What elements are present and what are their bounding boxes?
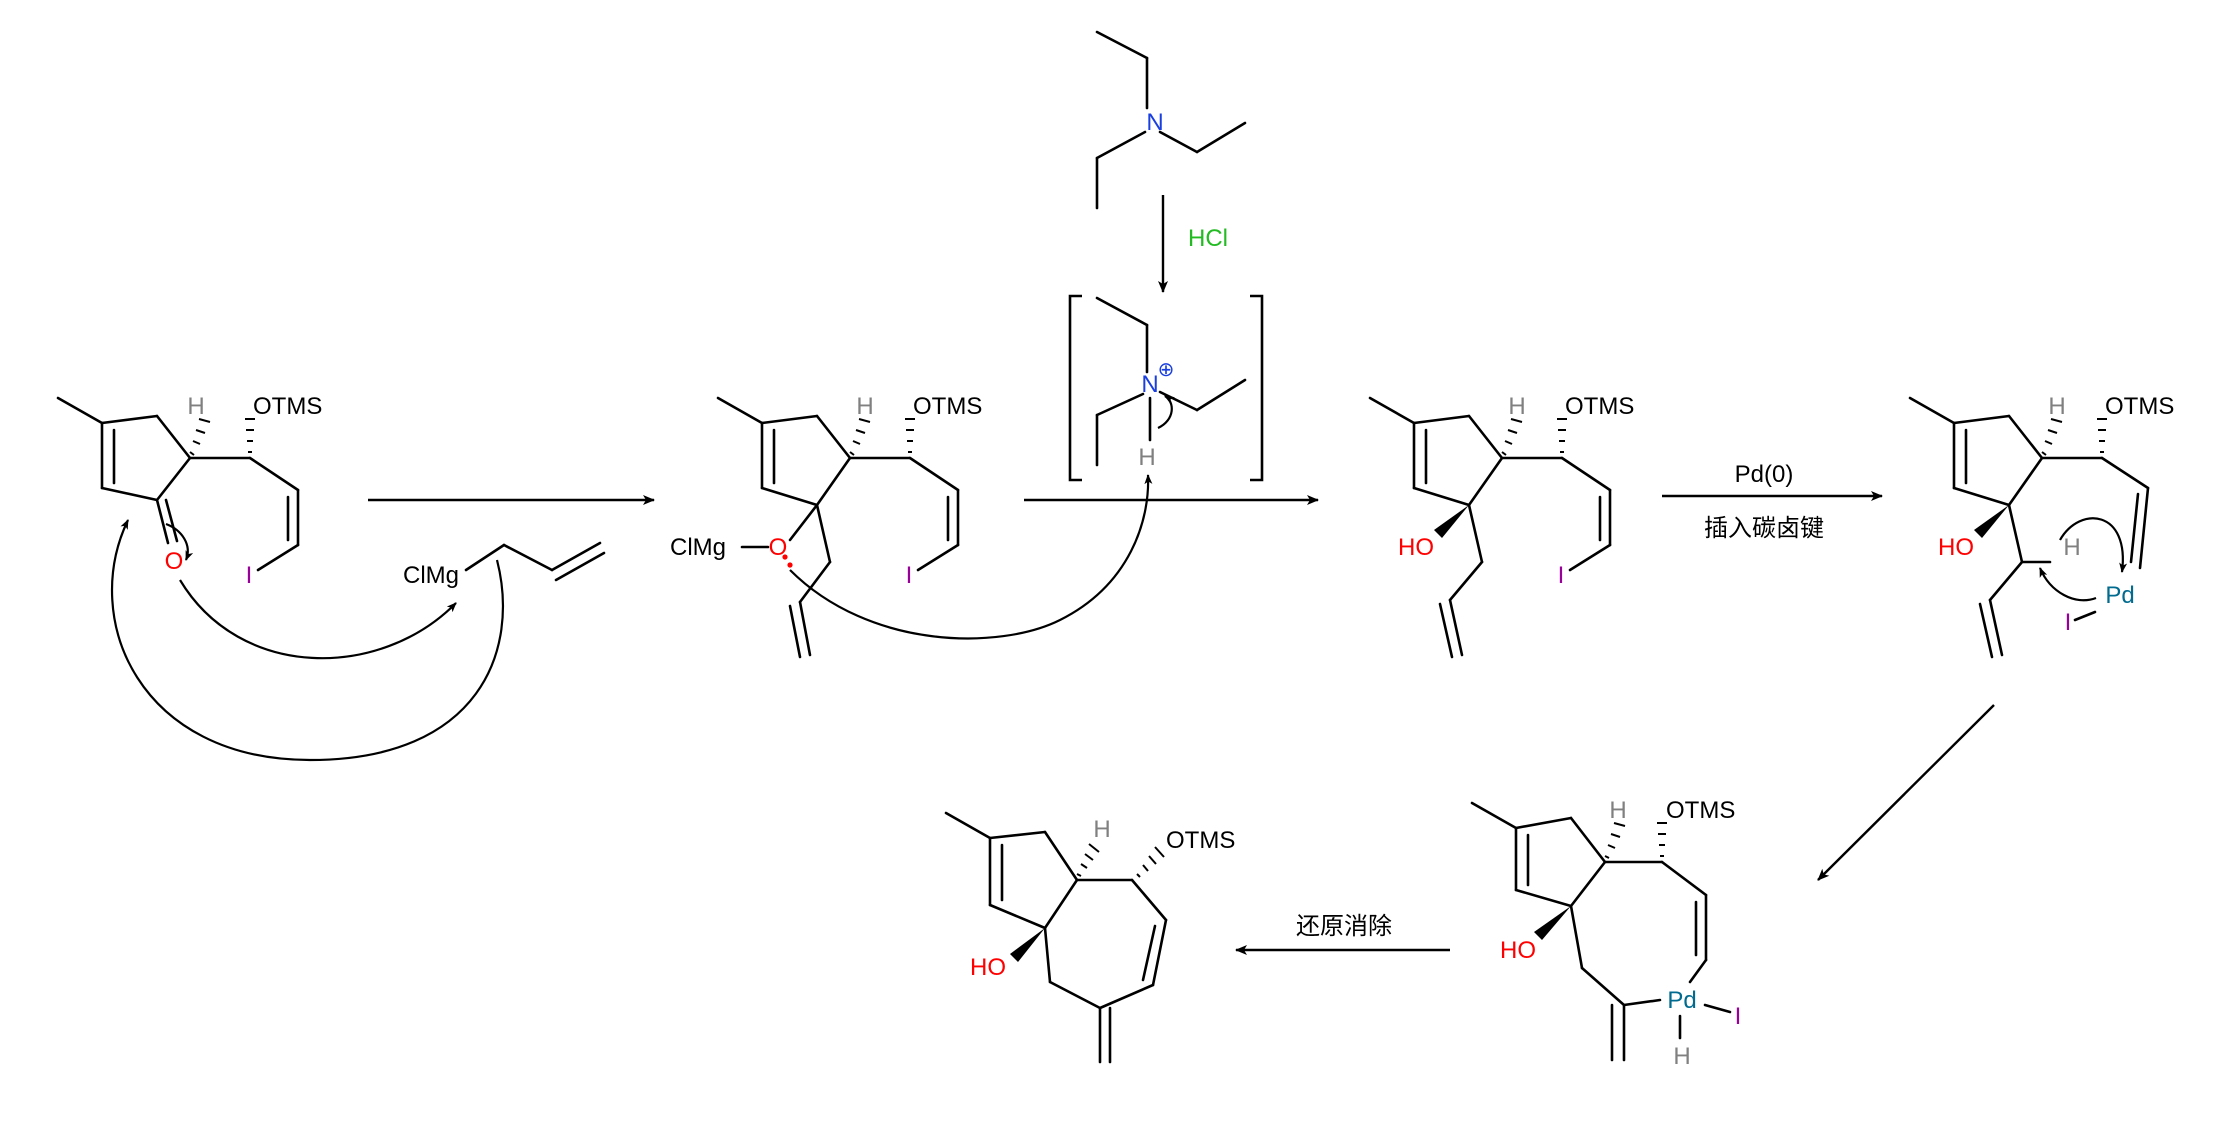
hydroxyl-label: HO bbox=[1398, 534, 1434, 561]
atom-iodine: I bbox=[246, 562, 253, 589]
atom-hydrogen: H bbox=[856, 393, 873, 420]
atom-otms: OTMS bbox=[1565, 393, 1634, 420]
positive-charge: ⊕ bbox=[1158, 359, 1175, 381]
atom-oxygen: O bbox=[165, 548, 184, 575]
atom-nitrogen: N bbox=[1141, 371, 1158, 398]
atom-hydrogen: H bbox=[1609, 797, 1626, 824]
molecule-ketone: H OTMS O I bbox=[56, 393, 322, 589]
atom-iodine: I bbox=[2065, 609, 2072, 636]
proton-transfer-arrow bbox=[789, 474, 1153, 640]
atom-otms: OTMS bbox=[913, 393, 982, 420]
molecule-pd-complex: H OTMS HO H Pd I bbox=[1908, 393, 2174, 659]
atom-otms: OTMS bbox=[2105, 393, 2174, 420]
atom-hydrogen: H bbox=[1508, 393, 1525, 420]
atom-hydrogen: H bbox=[2063, 534, 2080, 561]
atom-iodine: I bbox=[906, 562, 913, 589]
label-reductive-elimination: 还原消除 bbox=[1296, 912, 1392, 940]
triethylamine: N bbox=[1095, 30, 1247, 210]
atom-hydrogen: H bbox=[1673, 1043, 1690, 1070]
atom-palladium: Pd bbox=[1667, 987, 1696, 1014]
reagent-hcl: HCl bbox=[1188, 225, 1228, 252]
clmg-label: ClMg bbox=[670, 534, 726, 561]
atom-hydrogen: H bbox=[187, 393, 204, 420]
atom-iodine: I bbox=[1558, 562, 1565, 589]
atom-hydrogen: H bbox=[1138, 444, 1155, 471]
atom-oxygen: O bbox=[769, 534, 788, 561]
molecule-alcohol: H OTMS HO I bbox=[1368, 393, 1634, 659]
atom-palladium: Pd bbox=[2105, 582, 2134, 609]
atom-otms: OTMS bbox=[1666, 797, 1735, 824]
allyl-grignard: ClMg bbox=[403, 541, 606, 589]
mechanism-arrows-step1 bbox=[111, 519, 504, 762]
atom-hydrogen: H bbox=[2048, 393, 2065, 420]
triethylammonium: N ⊕ H bbox=[1068, 294, 1264, 482]
label-oxidative-insertion: 插入碳卤键 bbox=[1704, 514, 1824, 542]
atom-otms: OTMS bbox=[1166, 827, 1235, 854]
atom-nitrogen: N bbox=[1146, 109, 1163, 136]
clmg-label: ClMg bbox=[403, 562, 459, 589]
reagent-pd0: Pd(0) bbox=[1735, 461, 1794, 488]
molecule-alkoxide: H OTMS ClMg O I bbox=[670, 393, 982, 659]
molecule-product: H OTMS HO bbox=[944, 811, 1235, 1064]
hydroxyl-label: HO bbox=[1938, 534, 1974, 561]
reaction-arrow-4 bbox=[1817, 704, 1995, 881]
atom-otms: OTMS bbox=[253, 393, 322, 420]
atom-iodine: I bbox=[1735, 1003, 1742, 1030]
hydroxyl-label: HO bbox=[970, 954, 1006, 981]
atom-hydrogen: H bbox=[1093, 816, 1110, 843]
hydroxyl-label: HO bbox=[1500, 937, 1536, 964]
molecule-palladacycle: H OTMS HO Pd I H bbox=[1470, 797, 1742, 1070]
